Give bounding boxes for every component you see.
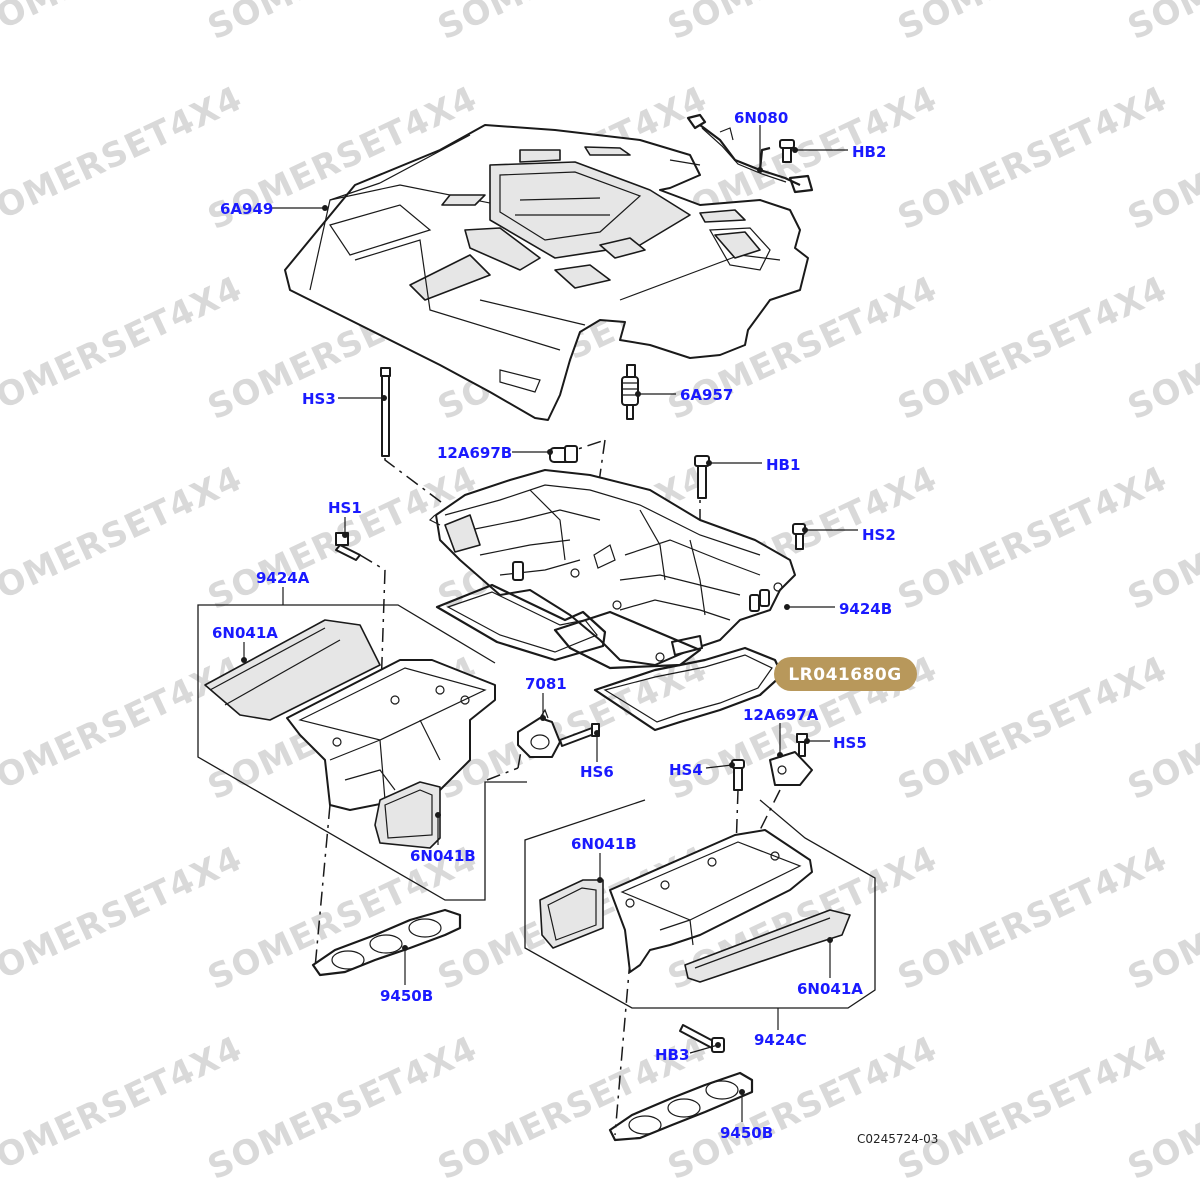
callout-hs2: HS2 (862, 526, 896, 544)
gasket-9450b-left (311, 908, 462, 977)
callout-9450b-left: 9450B (380, 987, 433, 1005)
callout-hs4: HS4 (669, 761, 703, 779)
stud-6a957 (621, 364, 639, 420)
callout-hs5: HS5 (833, 734, 867, 752)
callout-12a697a: 12A697A (743, 706, 819, 724)
part-number-badge: LR041680G (774, 657, 917, 691)
callout-6n041b-left: 6N041B (410, 847, 476, 865)
sensor-12a697b (549, 445, 578, 463)
callout-6n041a-bottom: 6N041A (797, 980, 863, 998)
callout-6a957: 6A957 (680, 386, 733, 404)
engine-cover-6a949 (284, 124, 809, 421)
badge-label: LR041680G (788, 665, 901, 685)
reference-code: C0245724-03 (857, 1132, 938, 1146)
callout-hb1: HB1 (766, 456, 800, 474)
lower-manifold-right (609, 829, 813, 973)
gasket-9450b-bottom (608, 1071, 754, 1142)
bolt-hs5 (796, 733, 808, 757)
callout-7081: 7081 (525, 675, 567, 693)
cover-6n041b-left (374, 781, 441, 849)
callout-hb2: HB2 (852, 143, 886, 161)
leader-lines (241, 125, 858, 1122)
callout-6n041b-right: 6N041B (571, 835, 637, 853)
callout-9424a: 9424A (256, 569, 310, 587)
callout-6a949: 6A949 (220, 200, 273, 218)
assembly-box-9424c (524, 799, 876, 1009)
callout-9424c: 9424C (754, 1031, 807, 1049)
watermark-tile: SOMERSET4X4 (1122, 0, 1200, 48)
bolt-hs4 (731, 759, 745, 791)
gasket-upper-left (435, 583, 607, 662)
cover-6n041a-bottom (684, 909, 851, 983)
cover-6n041a-top (204, 619, 381, 721)
assembly-box-9424a (197, 604, 527, 901)
cover-6n041b-right (539, 879, 604, 949)
callout-9450b-bottom: 9450B (720, 1124, 773, 1142)
callout-labels: 6A949 6N080 HB2 HS3 6A957 12A697B HB1 HS… (212, 109, 896, 1142)
callout-hb3: HB3 (655, 1046, 689, 1064)
sensor-12a697a (769, 751, 813, 786)
bolt-hs3 (380, 367, 391, 457)
callout-12a697b: 12A697B (437, 444, 512, 462)
callout-6n041a-top: 6N041A (212, 624, 278, 642)
callout-9424b: 9424B (839, 600, 892, 618)
bolt-hs6 (559, 723, 600, 747)
callout-hs6: HS6 (580, 763, 614, 781)
callout-hs3: HS3 (302, 390, 336, 408)
wire-harness-6n080 (686, 113, 814, 194)
bolt-hb2 (779, 139, 795, 163)
callout-hs1: HS1 (328, 499, 362, 517)
callout-6n080: 6N080 (734, 109, 788, 127)
upper-intake-manifold-9424b (428, 469, 796, 666)
gasket-upper-middle (553, 610, 702, 670)
lower-manifold-left (286, 659, 496, 811)
